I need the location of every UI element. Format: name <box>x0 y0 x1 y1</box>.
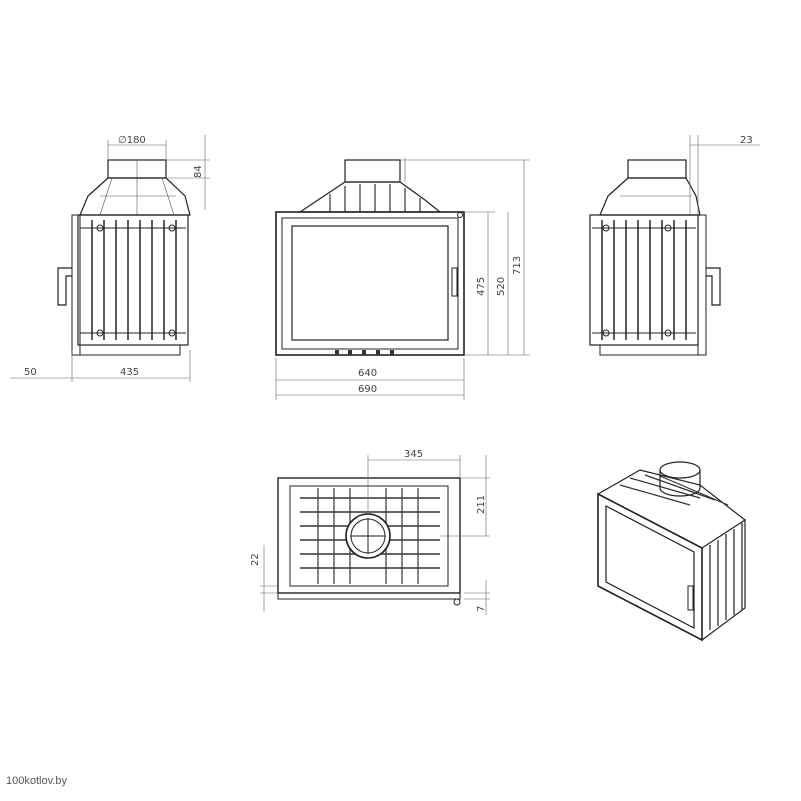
depth-label: 435 <box>120 367 139 378</box>
pipe-diameter-label: ∅180 <box>118 135 146 146</box>
front-view: 640 690 475 520 713 <box>275 158 530 400</box>
front-offset-label: 7 <box>476 606 487 612</box>
total-width-label: 690 <box>358 384 377 395</box>
total-height-label: 713 <box>512 256 523 275</box>
offset-left-label: 50 <box>24 367 37 378</box>
body-height-label: 520 <box>496 277 507 296</box>
outlet-offset-label: 345 <box>404 449 423 460</box>
door-width-label: 640 <box>358 368 377 379</box>
watermark: 100kotlov.by <box>6 775 67 787</box>
outlet-depth-label: 211 <box>476 495 487 514</box>
side-view-left: ∅180 84 50 435 <box>10 135 210 382</box>
door-height-label: 475 <box>476 277 487 296</box>
side-view-right: 23 <box>589 135 760 356</box>
isometric-view <box>597 461 746 642</box>
rear-offset-label: 22 <box>250 553 261 566</box>
top-view: 345 211 22 7 <box>250 449 490 615</box>
collar-height-label: 84 <box>193 165 204 178</box>
offset-right-label: 23 <box>740 135 753 146</box>
